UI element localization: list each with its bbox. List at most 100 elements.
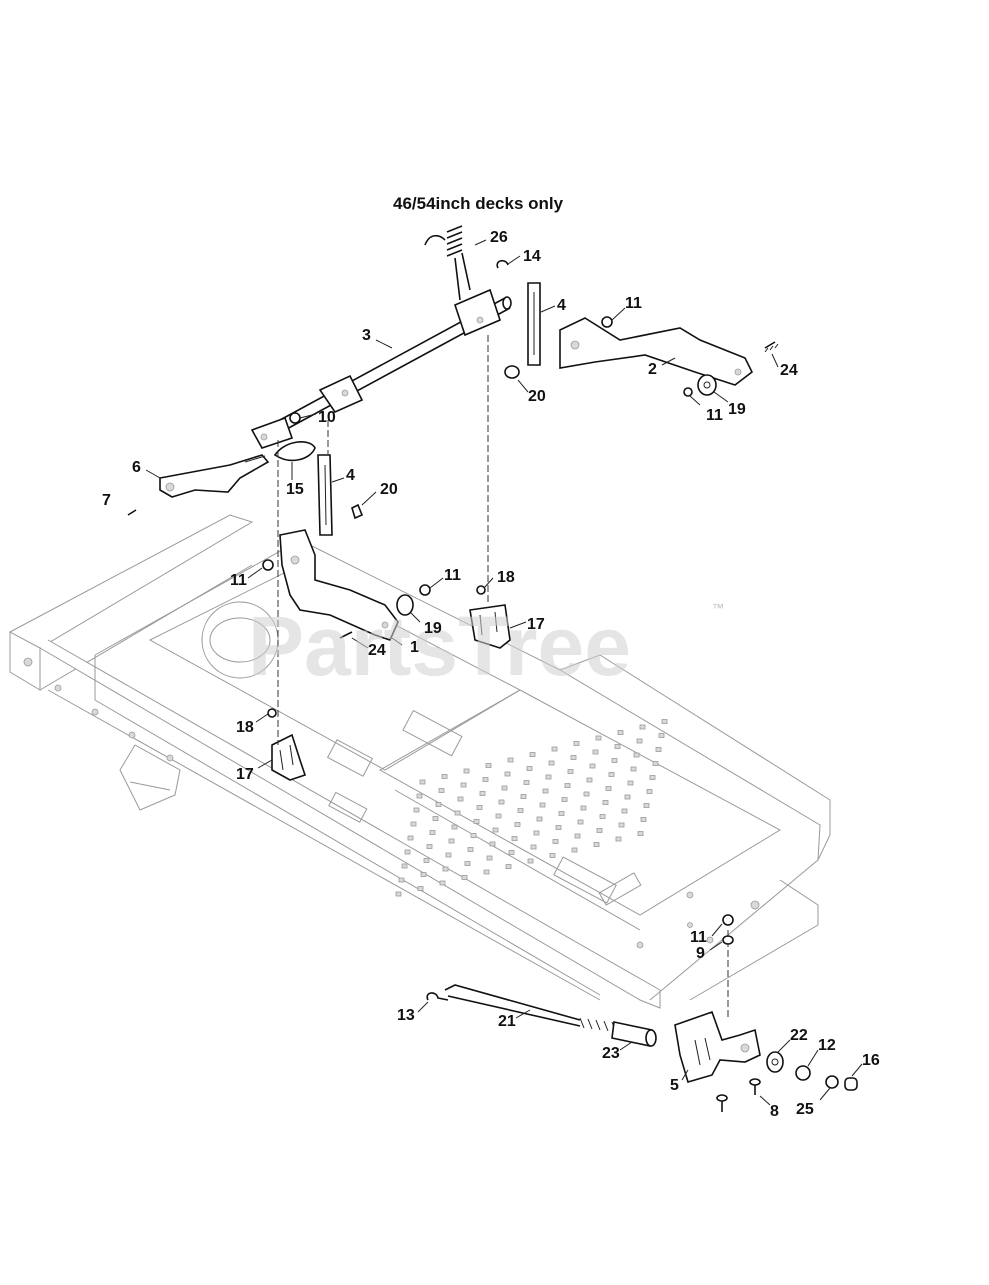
floor-hole [551,746,558,752]
callout-17-right: 17 [527,616,545,633]
callout-11-right-top: 11 [625,295,642,312]
floor-hole [420,872,427,877]
floor-hole [602,800,609,805]
floor-hole [596,828,603,833]
callout-19-left: 19 [424,620,442,637]
nut-11-lower [722,914,734,926]
floor-hole [445,852,452,858]
floor-hole [661,719,668,724]
lift-arm-left [279,529,399,641]
floor-hole [486,855,493,861]
watermark: PartsTree [248,599,631,693]
floor-hole [542,788,549,794]
callout-18-right: 18 [497,569,515,586]
washer-22 [766,1051,784,1073]
pin-18-right [476,585,486,595]
floor-hole [570,755,577,760]
floor-hole [571,847,578,853]
floor-hole [580,805,587,811]
floor-hole [479,791,486,796]
floor-hole [511,836,518,841]
floor-hole [473,819,480,824]
callout-11-mid: 11 [444,567,461,584]
floor-hole [592,749,599,755]
floor-hole [505,864,512,869]
floor-hole [457,796,464,802]
floor-hole [463,768,470,774]
floor-hole [507,757,514,763]
floor-hole [398,877,405,883]
floor-hole [489,841,496,847]
adjustment-rod [444,984,625,1034]
washer-19-right [697,374,717,396]
trademark-symbol: ™ [712,601,724,615]
floor-hole [438,788,445,793]
floor-hole [539,802,546,808]
floor-hole [614,744,621,749]
floor-hole [649,775,656,780]
callout-20-upper: 20 [528,388,546,405]
floor-hole [643,803,650,808]
floor-hole [652,761,659,766]
floor-hole [495,813,502,819]
floor-hole [573,741,580,746]
floor-hole [586,777,593,783]
floor-hole [608,772,615,777]
floor-hole [508,850,515,855]
floor-hole [439,880,446,886]
floor-hole [564,783,571,788]
callout-2: 2 [648,361,657,378]
floor-hole [426,844,433,849]
callout-11-right-low: 11 [706,407,723,424]
floor-hole [545,774,552,780]
bolt-20-left [351,503,364,520]
floor-hole [548,760,555,766]
nut-11-right-top [601,316,613,328]
leader-lines [145,239,863,1106]
floor-hole [627,780,634,786]
floor-hole [552,839,559,844]
callout-1: 1 [410,639,419,656]
floor-hole [442,866,449,872]
callout-10: 10 [318,409,336,426]
floor-hole [639,724,646,730]
cap-16 [844,1077,858,1091]
floor-hole [558,811,565,816]
clip-13 [426,992,449,1001]
floor-hole [467,847,474,852]
floor-hole [520,794,527,799]
nut-11-mid [419,584,431,596]
floor-hole [514,822,521,827]
floor-hole [529,752,536,757]
floor-hole [523,780,530,785]
callout-24-left: 24 [368,642,386,659]
washer-19-left [396,594,414,616]
bushing-10 [289,412,301,424]
floor-hole [577,819,584,825]
part-15 [273,441,316,462]
pin-18-left [267,708,277,718]
floor-hole [492,827,499,833]
floor-hole [599,814,606,819]
floor-hole [419,779,426,785]
callout-22: 22 [790,1027,808,1044]
floor-hole [574,833,581,839]
floor-hole [536,816,543,822]
floor-hole [595,735,602,741]
floor-hole [637,831,644,836]
floor-hole [504,771,511,777]
floor-perforation [395,719,668,897]
floor-hole [476,805,483,810]
floor-hole [410,821,417,827]
callout-25: 25 [796,1101,814,1118]
floor-hole [611,758,618,763]
pivot-bracket [250,416,294,449]
floor-hole [460,782,467,788]
callout-3: 3 [362,327,371,344]
bolt-7 [127,509,137,516]
floor-hole [435,802,442,807]
washer-9 [722,935,734,945]
floor-hole [485,763,492,768]
callout-4-upper: 4 [557,297,566,314]
nut-11-left [262,559,274,571]
